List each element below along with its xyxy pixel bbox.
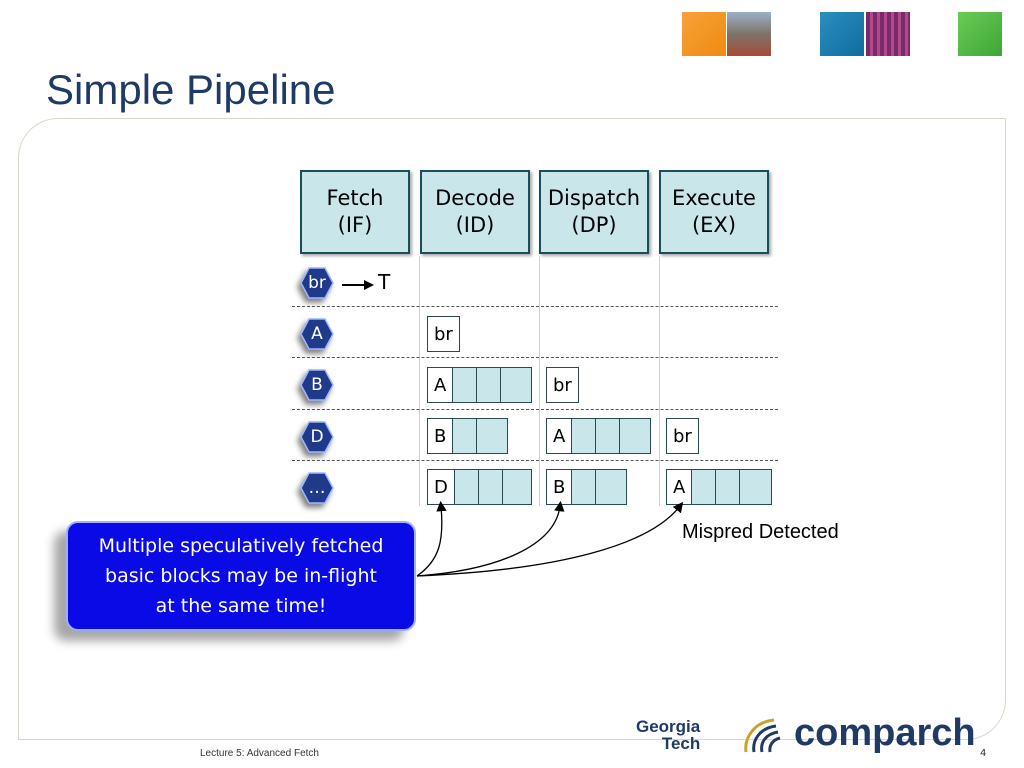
stage-execute: Execute (EX) [659,170,769,254]
fetch-block-br: br [300,266,334,300]
branch-target: T [378,270,391,294]
stage-fetch: Fetch (IF) [300,170,410,254]
dispatch-cell-br: br [546,367,579,403]
row-separator [292,460,778,461]
stage-decode: Decode (ID) [420,170,530,254]
header-image-building [727,12,771,56]
fetch-block-ellipsis: … [300,471,334,505]
header-image-blue [820,12,864,56]
right-arrow-icon [342,276,374,295]
slide-title: Simple Pipeline [46,66,336,113]
execute-cell-br: br [666,418,699,454]
column-divider [419,256,420,506]
fetch-block-b: B [300,368,334,402]
speculation-callout: Multiple speculatively fetched basic blo… [66,521,416,631]
mispredict-annotation: Mispred Detected [682,521,839,543]
page-number: 4 [980,748,987,759]
row-separator [292,409,778,410]
content-frame [18,118,1006,740]
stage-dispatch: Dispatch (DP) [539,170,649,254]
decode-cell-b: B [427,418,508,454]
header-image-green [958,12,1002,56]
footer-lecture: Lecture 5: Advanced Fetch [200,748,319,759]
comparch-logo: comparch [794,712,976,754]
header-image-orange [682,12,726,56]
dispatch-cell-a: A [546,418,651,454]
georgia-tech-logo: Georgia Tech [636,717,701,753]
execute-cell-a: A [666,469,772,505]
row-separator [292,306,778,307]
fetch-block-d: D [300,420,334,454]
dispatch-cell-b: B [546,469,627,505]
column-divider [539,256,540,506]
comparch-emblem-icon [740,716,784,760]
column-divider [659,256,660,506]
fetch-block-a: A [300,317,334,351]
decode-cell-br: br [427,316,460,352]
header-image-circuit [866,12,910,56]
decode-cell-d: D [427,469,532,505]
decode-cell-a: A [427,367,532,403]
row-separator [292,357,778,358]
